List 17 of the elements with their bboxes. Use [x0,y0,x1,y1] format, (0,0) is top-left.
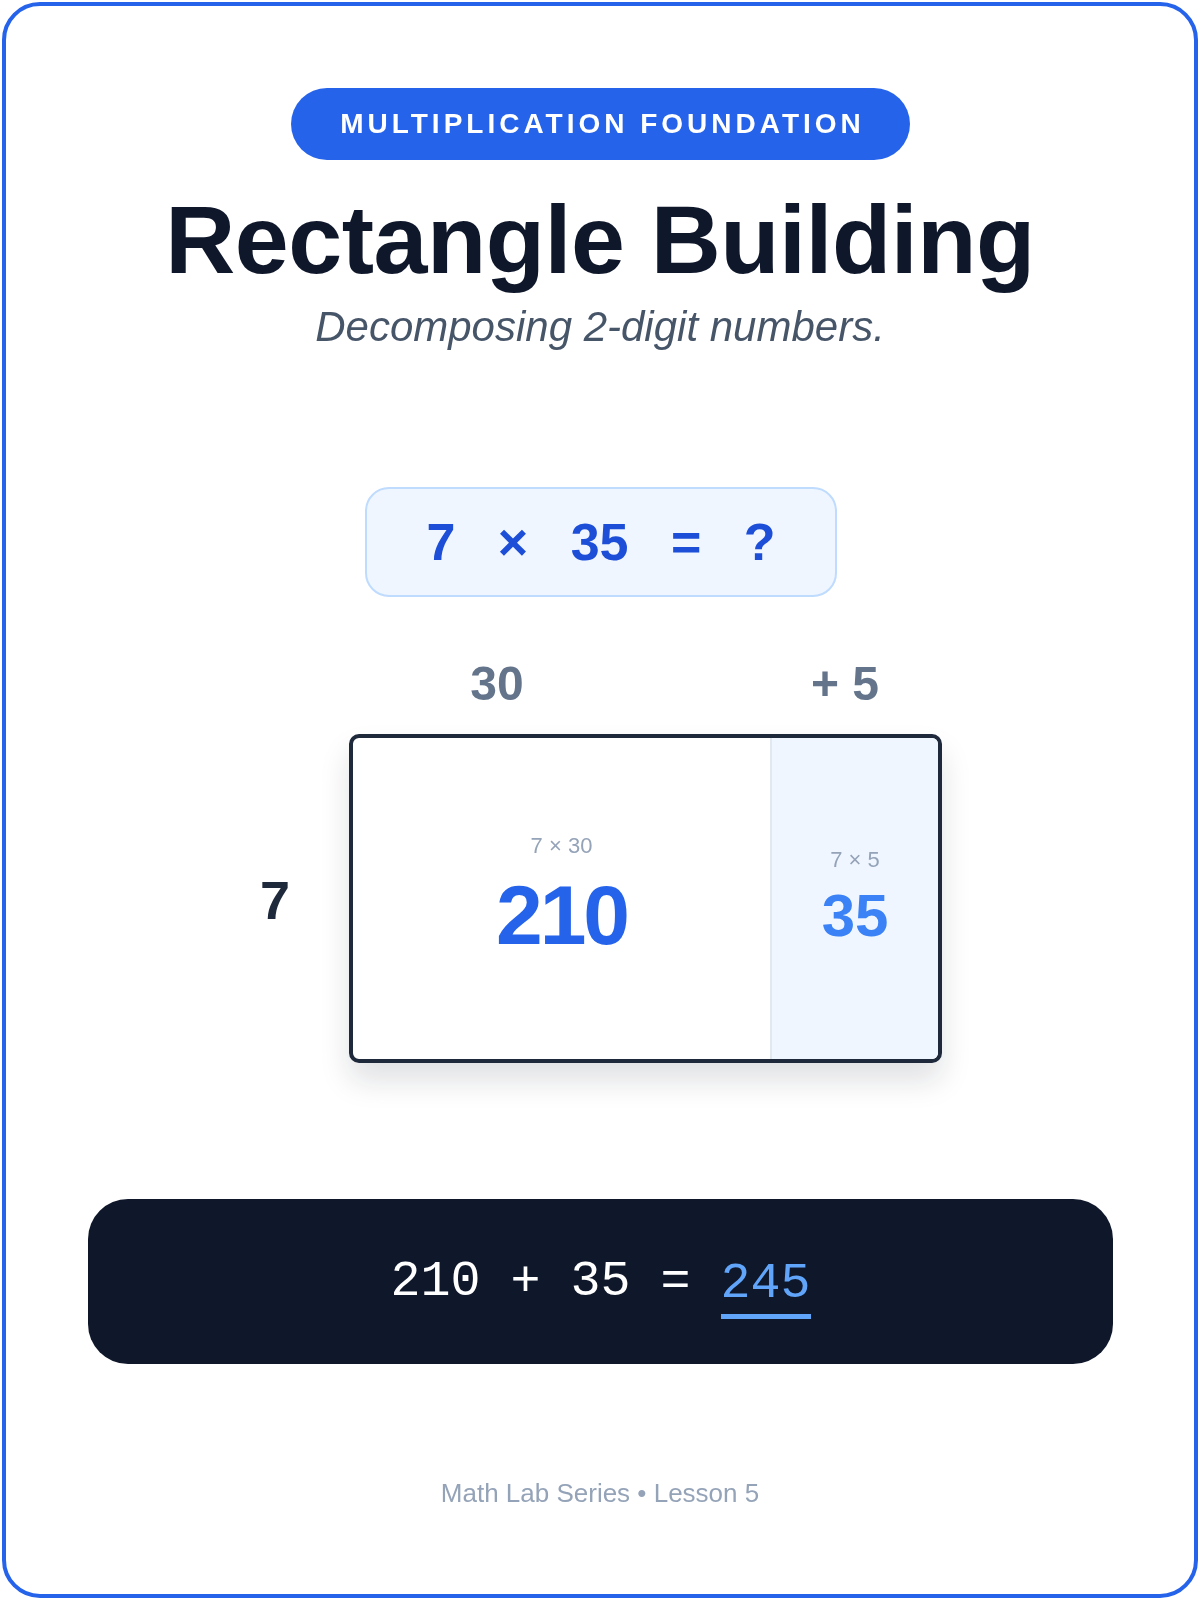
footer-caption: Math Lab Series • Lesson 5 [440,1476,760,1510]
side-length-label: 7 [260,869,290,933]
area-model-rectangle [349,734,942,1063]
side-length-label: 30 [470,656,524,712]
area-cell [770,738,938,1059]
partial-product-expression: 7 × 30 [530,833,593,860]
subtitle: Decomposing 2-digit numbers. [315,301,885,352]
category-badge: MULTIPLICATION FOUNDATION [291,88,910,160]
side-length-label: + 5 [810,656,880,712]
partial-product-expression: 7 × 5 [830,846,880,874]
partial-product: 35 [821,881,889,951]
equation-box: 7 × 35 = ? [365,487,837,597]
diagram-title: Rectangle Building [165,184,1035,297]
sum-expression: 210 + 35 = [390,1251,691,1312]
answer-value: 245 [720,1254,811,1319]
partial-product: 210 [495,867,628,964]
result-bar [88,1199,1113,1364]
